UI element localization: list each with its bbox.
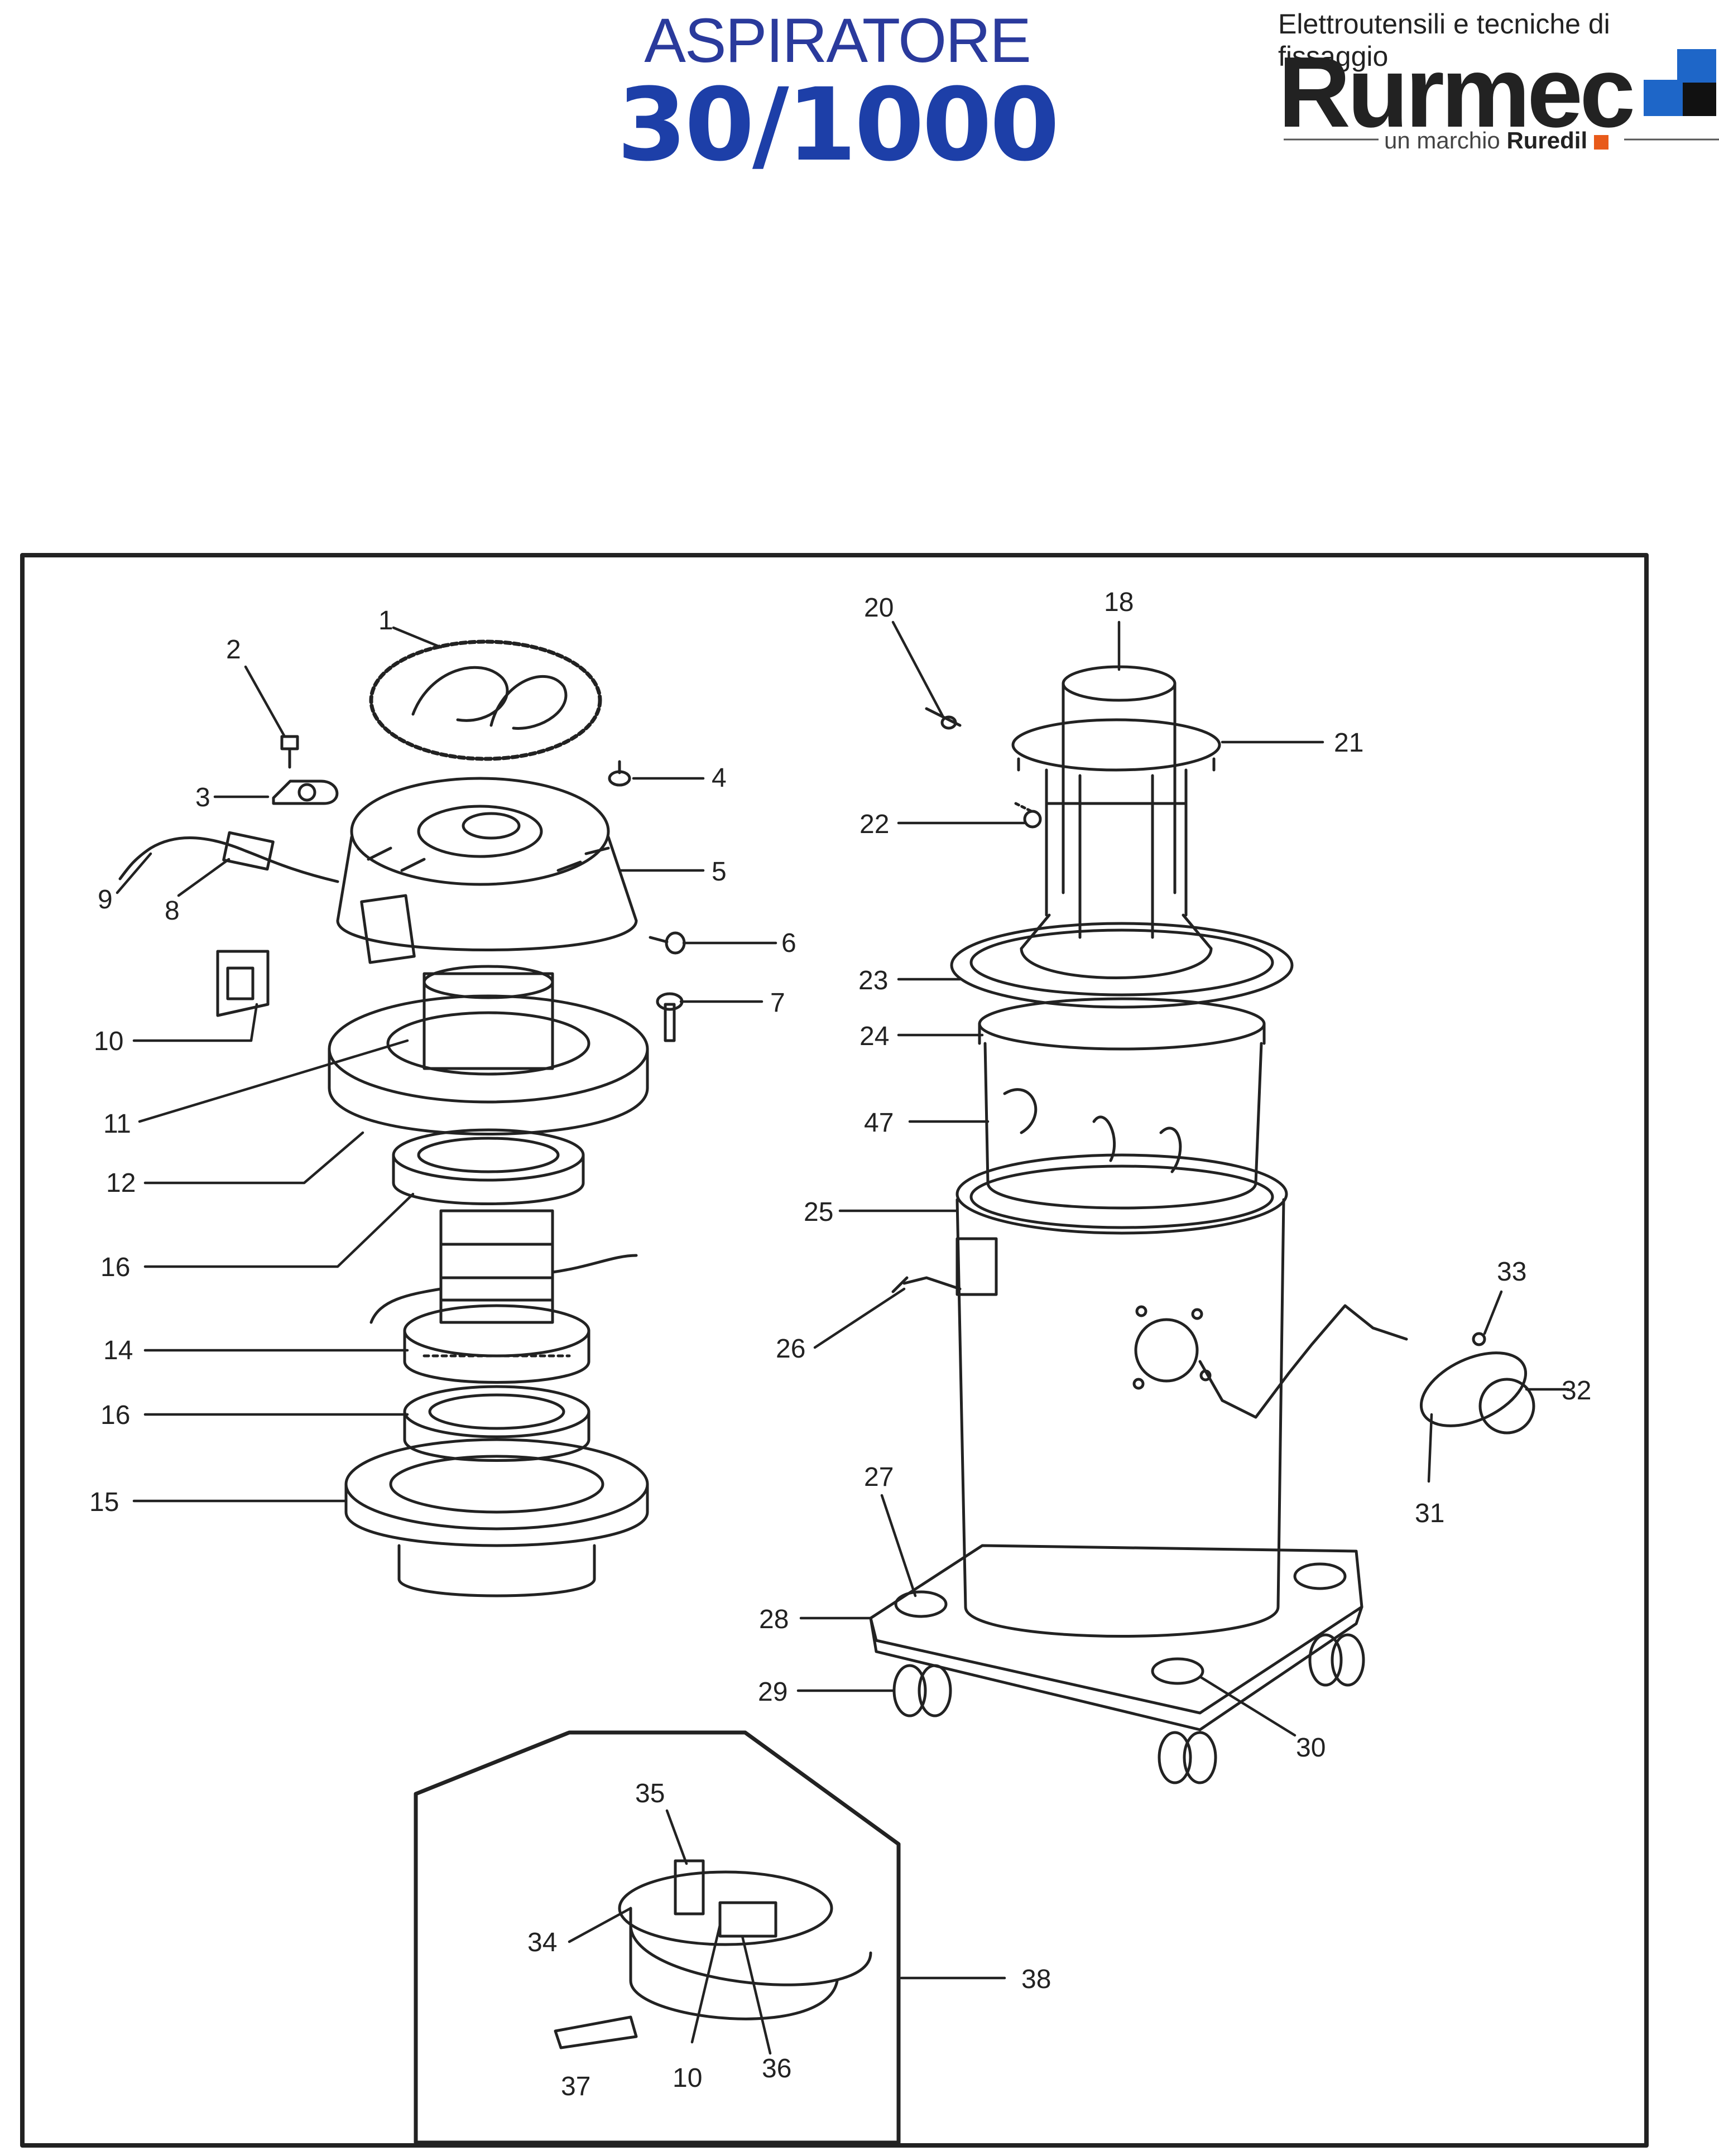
label-15: 15 bbox=[89, 1488, 119, 1517]
label-6: 6 bbox=[781, 928, 796, 958]
part-20-screw bbox=[925, 707, 962, 730]
part-24-gasket bbox=[978, 997, 1266, 1051]
label-3: 3 bbox=[195, 783, 210, 812]
label-10-inset: 10 bbox=[673, 2063, 702, 2093]
label-28: 28 bbox=[759, 1605, 789, 1634]
brand-sub-name: Ruredil bbox=[1506, 127, 1588, 153]
label-14: 14 bbox=[103, 1336, 133, 1365]
part-12-base-ring bbox=[328, 994, 649, 1135]
brand-logo-text: Rurmec bbox=[1278, 36, 1635, 148]
part-labels: 1 2 3 4 5 6 7 8 9 10 11 12 16 14 16 15 1… bbox=[89, 588, 1591, 2101]
brand-logo-icon bbox=[1644, 49, 1716, 116]
label-37: 37 bbox=[561, 2072, 590, 2101]
label-33: 33 bbox=[1497, 1257, 1526, 1287]
label-24: 24 bbox=[860, 1022, 889, 1051]
part-2-screw bbox=[280, 735, 299, 769]
label-32: 32 bbox=[1562, 1376, 1591, 1406]
label-47: 47 bbox=[864, 1108, 894, 1138]
part-16-gasket-upper bbox=[392, 1128, 585, 1205]
label-26: 26 bbox=[776, 1334, 805, 1364]
label-18: 18 bbox=[1104, 588, 1134, 617]
page-title-line1: ASPIRATORE bbox=[644, 6, 1031, 75]
part-motor-shaft bbox=[422, 965, 554, 1070]
label-34: 34 bbox=[527, 1928, 557, 1957]
leader-lines bbox=[116, 620, 1570, 2055]
part-28-trolley bbox=[869, 1544, 1363, 1731]
label-9: 9 bbox=[98, 885, 113, 915]
label-4: 4 bbox=[712, 763, 727, 793]
label-38: 38 bbox=[1021, 1965, 1051, 1994]
brand-tagline: Elettroutensili e tecniche di fissaggio bbox=[1278, 8, 1610, 72]
part-10-switch bbox=[216, 950, 270, 1017]
label-23: 23 bbox=[858, 966, 888, 995]
label-7: 7 bbox=[770, 988, 785, 1018]
label-1: 1 bbox=[378, 606, 393, 636]
part-29-casters bbox=[892, 1633, 1365, 1784]
label-29: 29 bbox=[758, 1677, 788, 1707]
label-5: 5 bbox=[712, 857, 727, 887]
label-11: 11 bbox=[103, 1109, 131, 1139]
part-21-cage bbox=[1011, 718, 1221, 979]
brand-sub-prefix: un marchio bbox=[1384, 127, 1500, 153]
part-15-flange bbox=[344, 1438, 649, 1597]
part-16-gasket-lower bbox=[403, 1385, 590, 1462]
part-22-nut bbox=[1014, 802, 1042, 829]
part-8-9-cable bbox=[118, 831, 339, 883]
page-title-model: 30/1000 bbox=[617, 67, 1059, 184]
label-21: 21 bbox=[1334, 728, 1363, 758]
label-20: 20 bbox=[864, 593, 894, 623]
inset-detail-38 bbox=[414, 1730, 901, 2145]
label-27: 27 bbox=[864, 1462, 894, 1492]
brand-divider bbox=[1284, 138, 1719, 141]
part-31-inlet bbox=[1419, 1332, 1535, 1435]
label-8: 8 bbox=[165, 896, 180, 926]
part-5-housing bbox=[336, 777, 638, 964]
label-12: 12 bbox=[106, 1168, 136, 1198]
label-31: 31 bbox=[1415, 1499, 1444, 1528]
part-26-latch bbox=[891, 1237, 998, 1296]
label-22: 22 bbox=[860, 810, 889, 839]
part-3-clamp bbox=[272, 779, 339, 805]
part-7-bolt bbox=[656, 992, 684, 1042]
part-14-fan-ring bbox=[403, 1304, 590, 1384]
brand-sub-mark-icon bbox=[1593, 134, 1608, 150]
part-1-cover bbox=[369, 639, 602, 761]
part-6-screw bbox=[649, 931, 686, 955]
label-16-upper: 16 bbox=[100, 1253, 130, 1282]
brand-subtitle: un marchio Ruredil bbox=[1384, 127, 1608, 154]
part-23-rim bbox=[950, 922, 1294, 1009]
part-motor bbox=[369, 1209, 638, 1324]
part-47-bag bbox=[983, 1042, 1263, 1210]
label-16-lower: 16 bbox=[100, 1401, 130, 1430]
part-25-tank bbox=[955, 1153, 1408, 1638]
part-4-screw bbox=[608, 760, 631, 787]
label-36: 36 bbox=[762, 2054, 791, 2083]
label-30: 30 bbox=[1296, 1733, 1326, 1763]
diagram-frame bbox=[20, 553, 1649, 2148]
label-35: 35 bbox=[635, 1779, 665, 1808]
label-25: 25 bbox=[804, 1197, 833, 1227]
label-2: 2 bbox=[226, 635, 241, 665]
label-10: 10 bbox=[94, 1027, 123, 1056]
